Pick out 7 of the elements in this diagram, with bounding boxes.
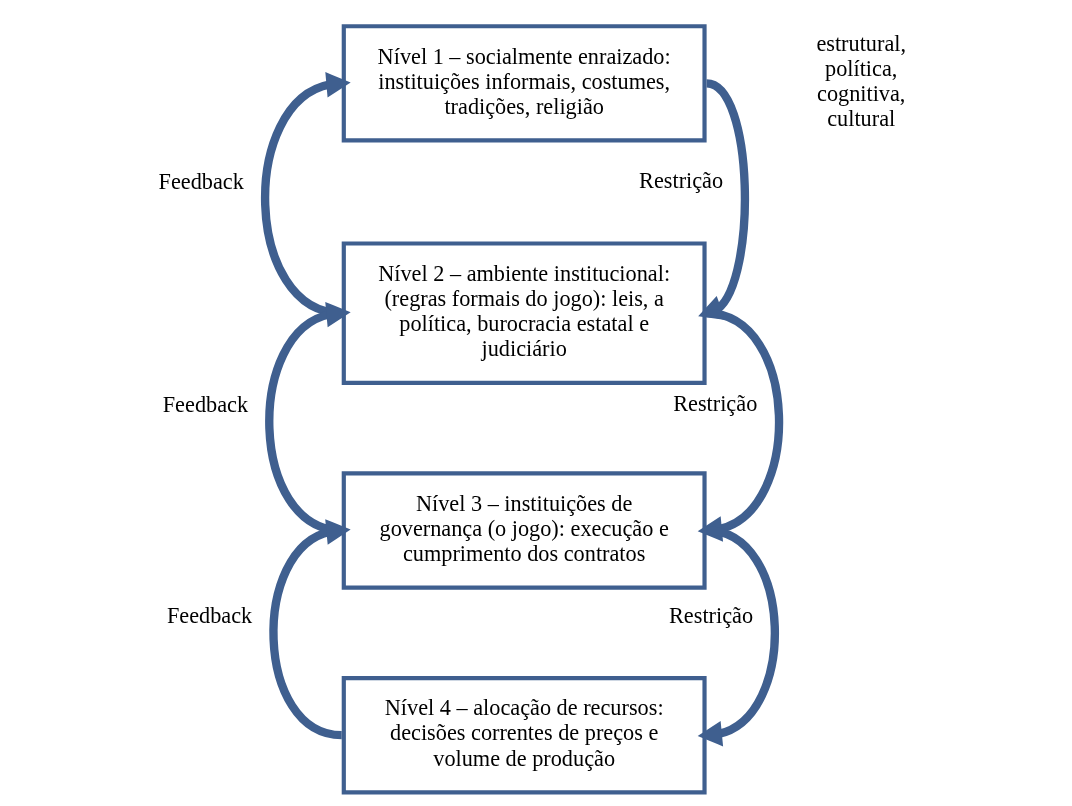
label: estrutural, política, cognitiva, cultural (816, 31, 907, 132)
edge-label: Restrição (639, 168, 724, 194)
edge-label: Feedback (158, 168, 244, 194)
edge-label: Restrição (669, 603, 754, 629)
edge-label: Feedback (166, 602, 253, 628)
edge-label: Restrição (673, 391, 758, 417)
edge-label: Feedback (162, 392, 249, 418)
